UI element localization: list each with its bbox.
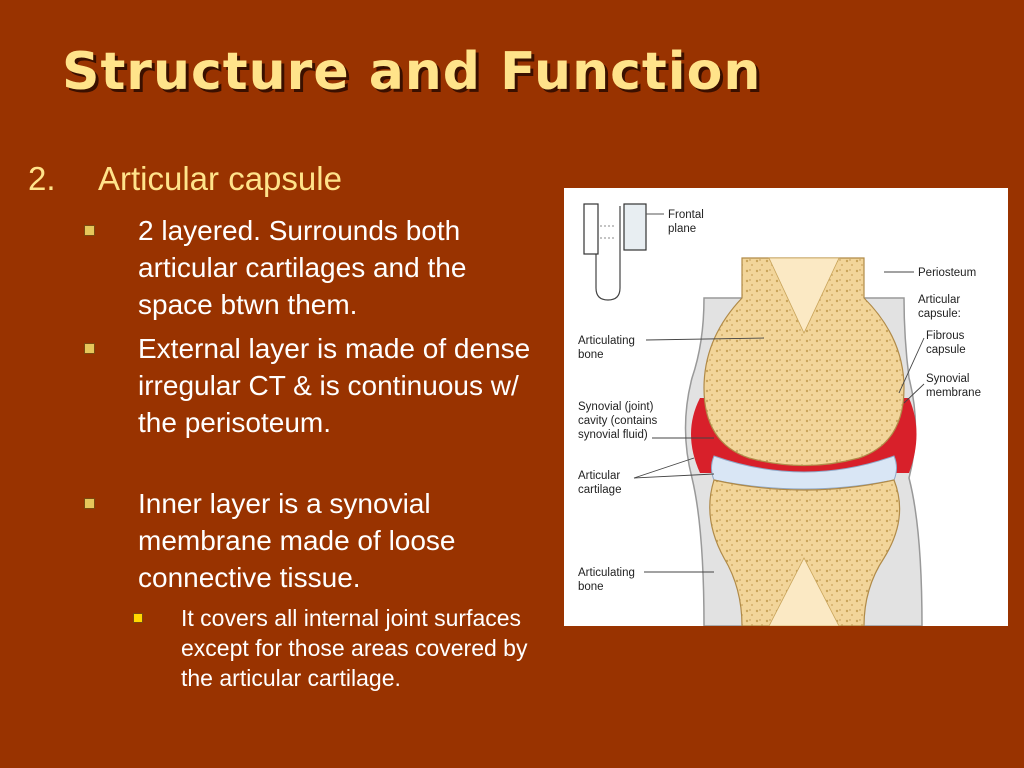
label-synovial-1: Synovial (926, 373, 969, 385)
label-fibrous-1: Fibrous (926, 330, 965, 342)
bullet-text: 2 layered. Surrounds both articular cart… (138, 215, 467, 320)
label-articular-capsule-2: capsule: (918, 308, 961, 320)
label-fibrous-2: capsule (926, 344, 966, 356)
square-bullet-icon (84, 498, 95, 509)
joint-illustration: Frontal plane Periosteum Articular capsu… (578, 203, 981, 626)
label-art-bone-top-1: Articulating (578, 335, 635, 347)
bullet-item: 2 layered. Surrounds both articular cart… (84, 212, 548, 323)
label-synovial-2: membrane (926, 387, 981, 399)
finger-inset-icon (583, 203, 664, 301)
label-cartilage-2: cartilage (578, 484, 621, 496)
label-art-bone-top-2: bone (578, 349, 604, 361)
bullet-text: Inner layer is a synovial membrane made … (138, 488, 456, 593)
label-art-bone-bot-1: Articulating (578, 567, 635, 579)
upper-articulating-bone (703, 257, 905, 467)
label-cavity-1: Synovial (joint) (578, 401, 654, 413)
synovial-joint-diagram: Frontal plane Periosteum Articular capsu… (564, 188, 1008, 626)
heading-number: 2. (28, 160, 56, 197)
label-cartilage-1: Articular (578, 470, 620, 482)
slide-content: 2. Articular capsule 2 layered. Surrounds… (28, 160, 548, 693)
sub-bullet-item: It covers all internal joint surfaces ex… (133, 603, 541, 693)
label-cavity-3: synovial fluid) (578, 429, 648, 441)
label-articular-capsule-1: Articular (918, 294, 960, 306)
lower-articulating-bone (709, 479, 901, 626)
sub-bullet-text: It covers all internal joint surfaces ex… (181, 605, 528, 691)
square-bullet-icon (133, 613, 143, 623)
square-bullet-icon (84, 225, 95, 236)
heading-text: Articular capsule (98, 160, 342, 197)
slide-title: Structure and Function (62, 42, 762, 102)
bullet-item: Inner layer is a synovial membrane made … (84, 485, 548, 596)
label-art-bone-bot-2: bone (578, 581, 604, 593)
label-periosteum: Periosteum (918, 267, 976, 279)
bullet-text: External layer is made of dense irregula… (138, 333, 531, 438)
square-bullet-icon (84, 343, 95, 354)
label-cavity-2: cavity (contains (578, 415, 658, 427)
label-plane: plane (668, 223, 696, 235)
heading-articular-capsule: 2. Articular capsule (28, 160, 342, 198)
label-frontal: Frontal (668, 209, 704, 221)
bullet-item: External layer is made of dense irregula… (84, 330, 548, 441)
